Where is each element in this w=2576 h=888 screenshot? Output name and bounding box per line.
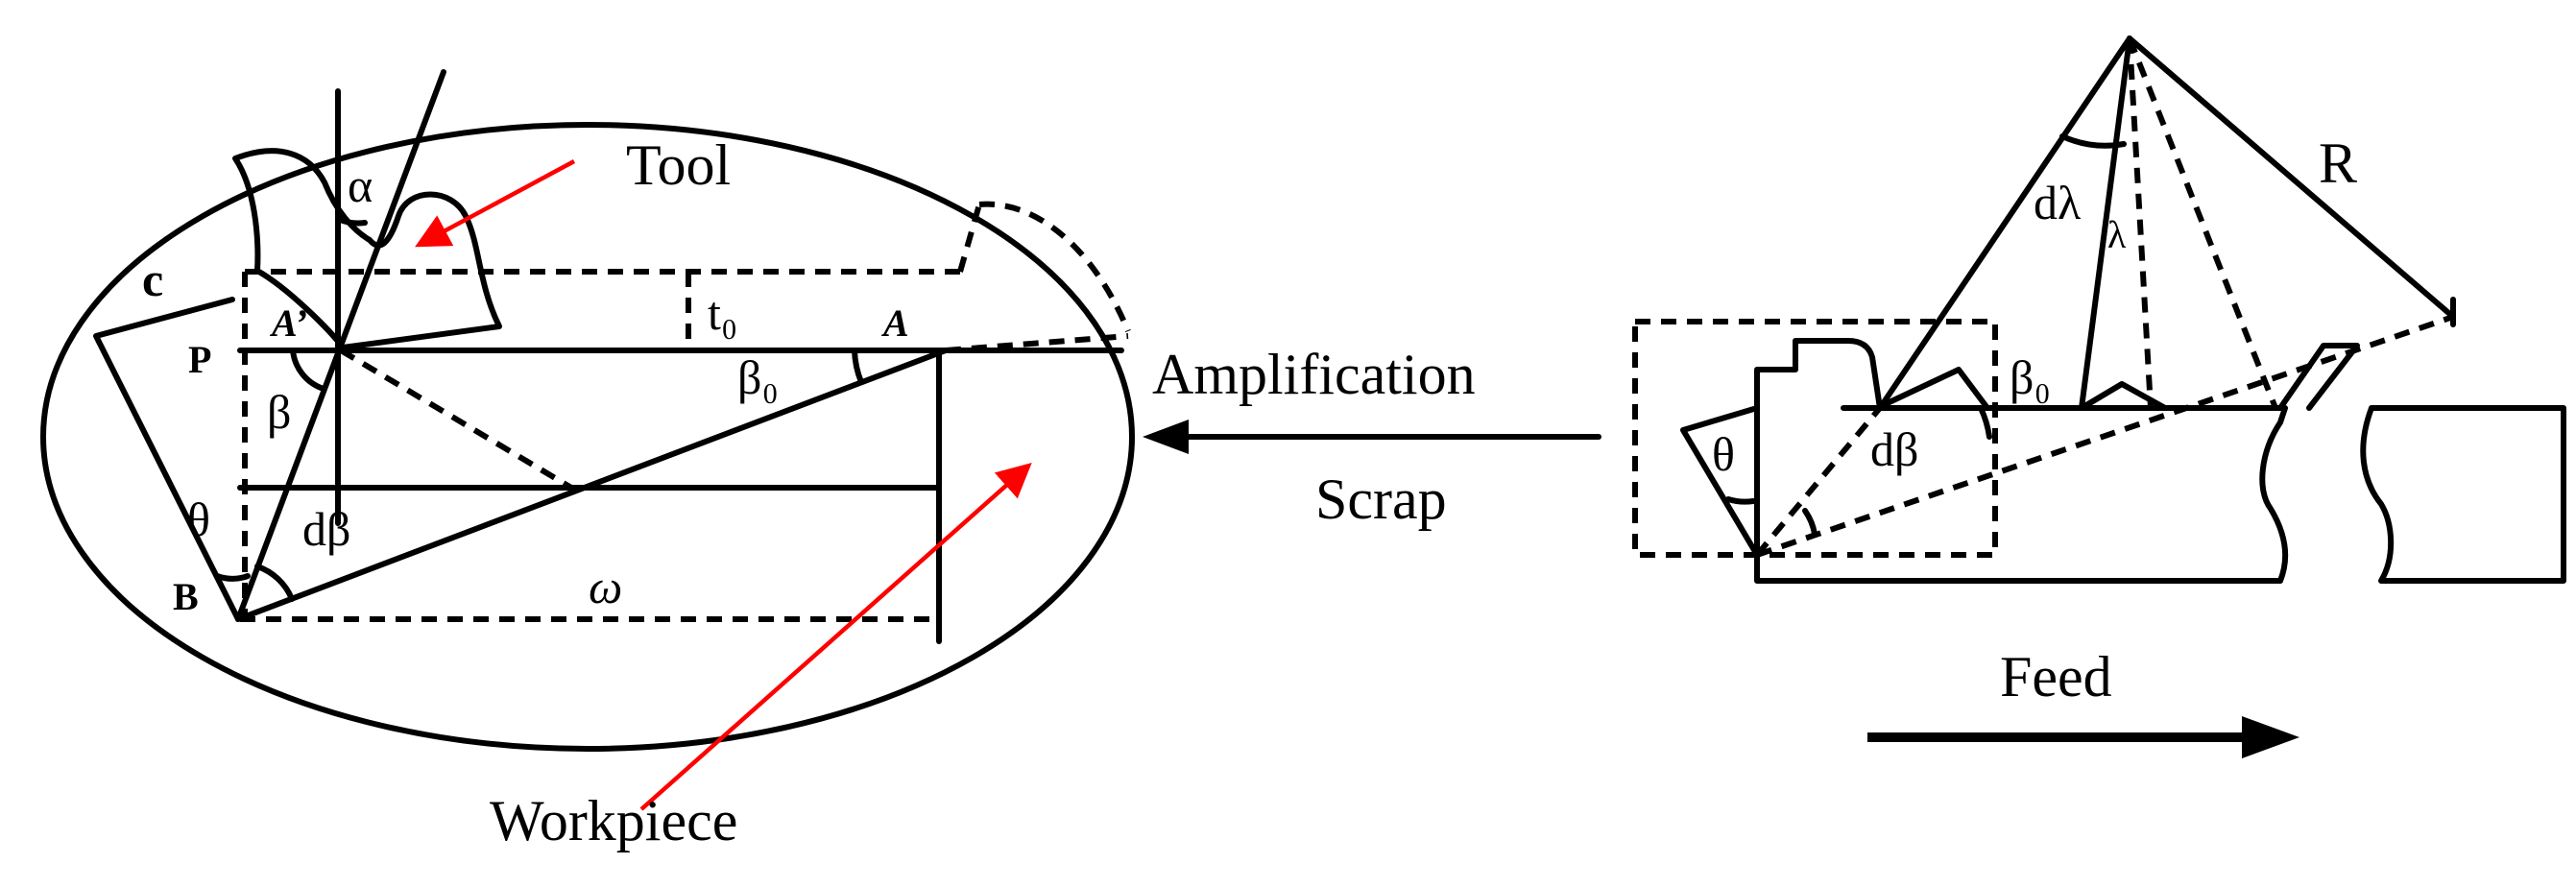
feed-arrowhead xyxy=(2242,716,2299,758)
line-apex-mid xyxy=(2079,36,2132,411)
dbeta-left-arc xyxy=(254,564,295,602)
label-beta0-left: β₀ xyxy=(737,350,779,404)
label-dlambda: dλ xyxy=(2034,176,2081,229)
label-lambda: λ xyxy=(2107,213,2127,256)
workpiece-block xyxy=(1754,338,2289,584)
workpiece-label: Workpiece xyxy=(490,789,737,852)
magnified-view: Tool Workpiece c P B A’ A α β θ dβ t₀ β₀… xyxy=(40,69,1135,852)
tool-profile xyxy=(232,148,502,350)
label-a-prime: A’ xyxy=(269,301,307,345)
label-r: R xyxy=(2319,132,2357,195)
dbeta-right-arc xyxy=(1802,508,1818,537)
theta-left-arc xyxy=(214,573,251,582)
tool-pointer-arrow xyxy=(415,159,576,248)
apex-dashed-right xyxy=(2127,36,2278,410)
apex-dashed-center xyxy=(2127,37,2154,409)
tool-label: Tool xyxy=(626,133,731,197)
label-beta: β xyxy=(267,385,291,439)
overview-view: R dλ λ β₀ θ dβ Feed xyxy=(1632,36,2566,758)
workpiece-right-block xyxy=(2360,405,2566,584)
theta-right-arc xyxy=(1725,496,1756,505)
beta-arc xyxy=(290,348,326,392)
label-c: c xyxy=(142,252,163,306)
scrap-mid-bump xyxy=(2079,381,2168,411)
label-alpha: α xyxy=(348,158,373,212)
magnification-box xyxy=(1632,319,1998,558)
label-a: A xyxy=(880,301,909,345)
base-dashed-diagonal-2 xyxy=(1754,406,1883,557)
label-p: P xyxy=(188,338,211,381)
amplification-arrow-group: Amplification Scrap xyxy=(1143,343,1601,531)
line-b-to-a xyxy=(235,348,949,622)
aprime-diagonal-dashed xyxy=(339,348,573,491)
label-dbeta-left: dβ xyxy=(302,502,350,556)
beta0-right-arc xyxy=(1978,405,1992,440)
chip-dashed-edge xyxy=(957,204,982,273)
magnification-ellipse xyxy=(40,122,1135,752)
label-omega: ω xyxy=(589,560,622,613)
label-t0: t₀ xyxy=(708,286,737,340)
label-theta-left: θ xyxy=(187,492,210,546)
amplification-label: Amplification xyxy=(1152,343,1476,406)
beta0-arc xyxy=(852,348,864,385)
label-beta0-right: β₀ xyxy=(2010,350,2051,404)
base-dashed-diagonal xyxy=(1756,314,2454,558)
scrap-triangle xyxy=(1874,367,1990,411)
chip-dashed-curve xyxy=(978,201,1131,333)
alpha-arc xyxy=(335,216,368,227)
scrap-label: Scrap xyxy=(1315,468,1447,531)
workpiece-pointer-arrow xyxy=(639,463,1032,811)
dlambda-arc xyxy=(2059,133,2127,149)
chip-curl-piece xyxy=(2277,343,2360,411)
amplification-arrowhead xyxy=(1143,420,1189,454)
line-apex-right xyxy=(2127,36,2456,320)
line-apex-left xyxy=(1877,36,2132,411)
chip-outer-edge xyxy=(93,297,241,622)
feed-label: Feed xyxy=(2000,645,2112,708)
label-dbeta-right: dβ xyxy=(1870,422,1918,476)
label-b: B xyxy=(173,575,199,618)
tool-wedge xyxy=(1680,405,1760,558)
label-theta-right: θ xyxy=(1712,427,1735,481)
